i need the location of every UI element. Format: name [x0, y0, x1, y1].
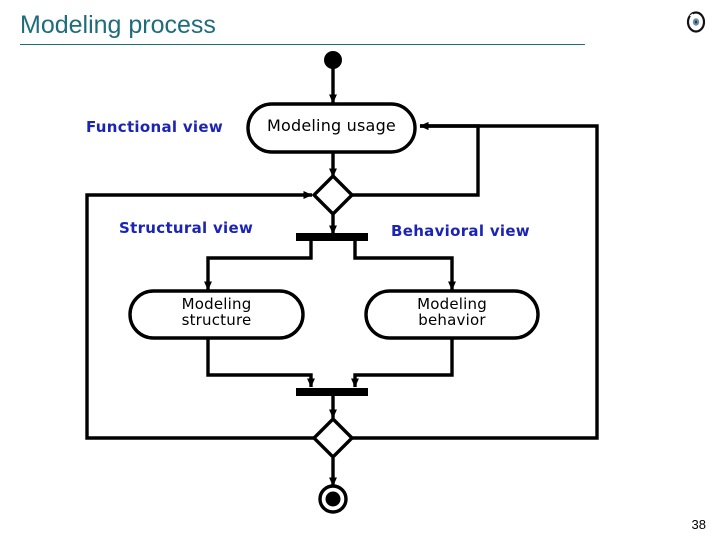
final-node [318, 484, 348, 514]
edge-fork-to-behavior [353, 240, 456, 291]
edge-loop-outer-left [85, 191, 314, 440]
node-label-modeling-usage: Modeling usage [267, 116, 396, 135]
page-title: Modeling process [20, 11, 216, 39]
label-functional-view: Functional view [86, 118, 223, 136]
disc-icon [686, 11, 706, 33]
node-modeling-structure [128, 289, 305, 340]
label-behavioral-view: Behavioral view [391, 222, 530, 240]
edge-structure-to-join [206, 338, 315, 388]
edge-behavior-to-join [351, 338, 454, 388]
page-number: 38 [691, 517, 706, 532]
edge-loop-outer-right [352, 122, 599, 440]
node-label-modeling-behavior: Modeling behavior [417, 295, 487, 329]
node-modeling-behavior [364, 289, 540, 340]
node-modeling-usage [246, 102, 417, 154]
initial-node [324, 51, 342, 69]
decision-node-top [311, 173, 355, 217]
title-divider [20, 44, 585, 45]
label-structural-view: Structural view [119, 219, 254, 237]
join-bar [296, 388, 368, 396]
fork-bar [296, 233, 368, 241]
node-label-modeling-structure: Modeling structure [181, 295, 252, 329]
decision-node-bottom [311, 416, 355, 460]
edge-fork-to-structure [204, 240, 313, 291]
